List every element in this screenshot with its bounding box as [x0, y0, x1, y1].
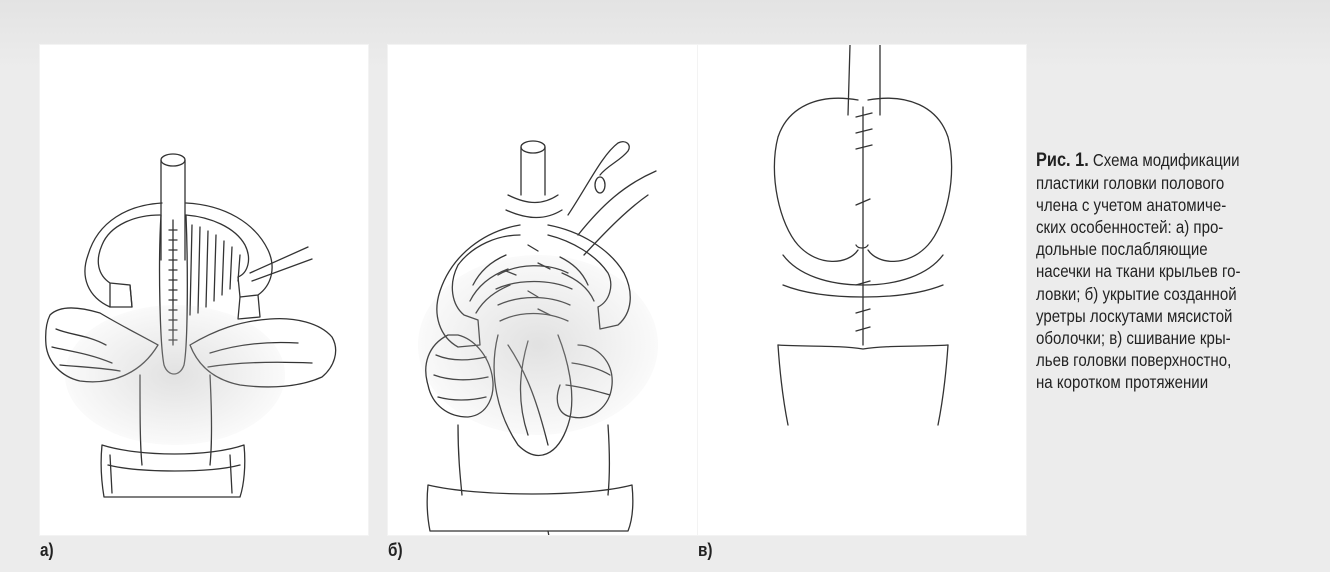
caption-line: ловки; б) укрытие созданной: [1036, 283, 1285, 305]
panel-label-c: в): [698, 540, 713, 561]
panel-label-b: б): [388, 540, 403, 561]
caption-line: льев головки поверхностно,: [1036, 349, 1285, 371]
caption-line: члена с учетом анатомиче-: [1036, 194, 1285, 216]
surgical-sketch-flap-cover-icon: [388, 45, 716, 535]
figure-panel-c: [698, 45, 1026, 535]
caption-line: пластики головки полового: [1036, 172, 1285, 194]
figure-label: Рис. 1.: [1036, 150, 1089, 171]
figure-panel-a: [40, 45, 368, 535]
caption-line: насечки на ткани крыльев го-: [1036, 260, 1285, 282]
surgical-sketch-incisions-icon: [40, 45, 368, 535]
figure-caption: Рис. 1. Схема модификации пластики голов…: [1036, 149, 1285, 393]
figure-panel-b: [388, 45, 716, 535]
panel-label-a: а): [40, 540, 54, 561]
caption-line: Схема модификации: [1093, 150, 1240, 170]
caption-line: ских особенностей: а) про-: [1036, 216, 1285, 238]
caption-line: уретры лоскутами мясистой: [1036, 305, 1285, 327]
caption-line: оболочки; в) сшивание кры-: [1036, 327, 1285, 349]
surgical-sketch-suture-icon: [698, 45, 1026, 535]
caption-line: на коротком протяжении: [1036, 371, 1285, 393]
caption-line: дольные послабляющие: [1036, 238, 1285, 260]
